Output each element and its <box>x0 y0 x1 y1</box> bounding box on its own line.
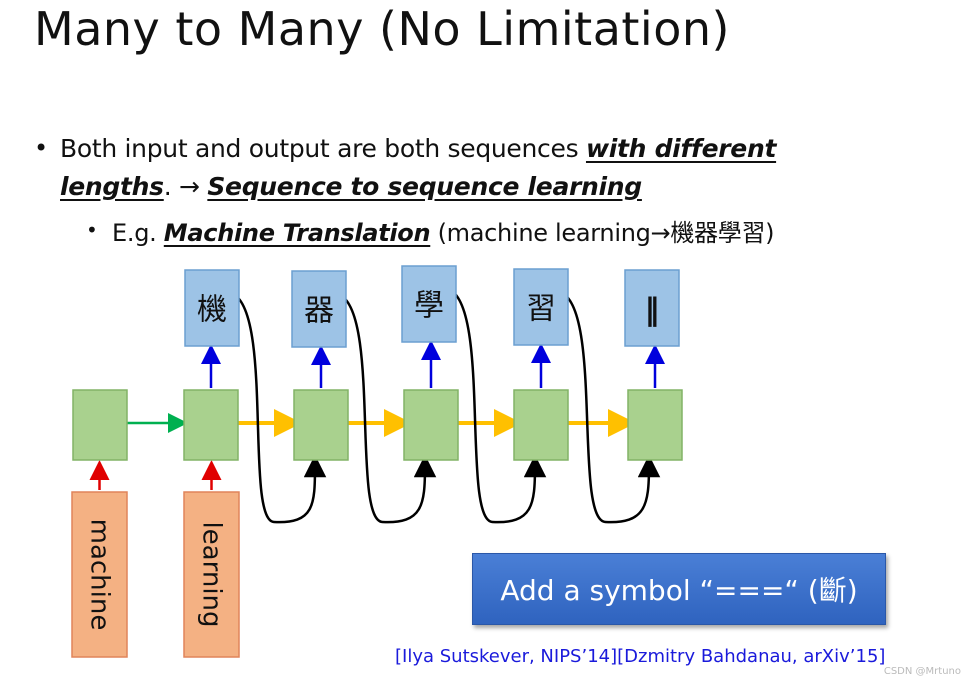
sub-bullet-glyph: • <box>86 218 98 242</box>
output-box-3 <box>401 265 457 343</box>
bullet-1-line-1: Both input and output are both sequences… <box>60 131 776 167</box>
output-char-5: ‖ <box>645 293 660 328</box>
rnn-cell-2 <box>183 389 239 461</box>
rnn-cell-4 <box>403 389 459 461</box>
diagram-nodes: machine learning 機 器 學 習 ‖ <box>71 265 683 658</box>
input-box-machine <box>71 491 128 658</box>
output-char-1: 機 <box>197 293 227 328</box>
citation: [Ilya Sutskever, NIPS’14][Dzmitry Bahdan… <box>395 646 886 667</box>
output-box-1 <box>184 269 240 347</box>
bullet-1-arrow-text: . → <box>163 172 208 201</box>
slide-title: Many to Many (No Limitation) <box>34 2 730 56</box>
input-box-learning <box>183 491 240 658</box>
input-word-machine: machine <box>85 519 115 631</box>
symbol-callout: Add a symbol “===“ (斷) <box>472 553 886 625</box>
bullet-2-emphasis: Machine Translation <box>163 219 431 247</box>
rnn-cell-5 <box>513 389 569 461</box>
output-box-5 <box>624 269 680 347</box>
output-box-4 <box>513 268 569 346</box>
feedback-loop-2 <box>339 293 437 524</box>
bullet-1-emphasis-lengths: lengths <box>60 172 164 201</box>
watermark: CSDN @Mrtuno <box>883 666 961 677</box>
bullet-2-prefix: E.g. <box>112 219 164 247</box>
feedback-loop-4 <box>561 291 661 524</box>
bullet-1-line-2: lengths. → Sequence to sequence learning <box>60 169 642 205</box>
bullet-1-text: Both input and output are both sequences <box>60 134 586 163</box>
output-char-2: 器 <box>304 294 334 329</box>
bullet-2-suffix: (machine learning→機器學習) <box>430 219 775 247</box>
rnn-cell-1 <box>72 389 128 461</box>
feedback-loop-3 <box>449 288 547 524</box>
feedback-loop-1 <box>232 292 327 524</box>
output-char-4: 習 <box>526 292 556 327</box>
input-word-learning: learning <box>197 521 227 627</box>
output-char-3: 學 <box>414 289 444 324</box>
diagram-links <box>89 288 665 524</box>
rnn-cell-6 <box>627 389 683 461</box>
bullet-1-emphasis: with different <box>585 134 777 163</box>
rnn-cell-3 <box>293 389 349 461</box>
bullet-glyph: • <box>34 134 49 162</box>
bullet-2-line: E.g. Machine Translation (machine learni… <box>112 215 775 251</box>
output-box-2 <box>291 270 347 348</box>
bullet-1-seq2seq: Sequence to sequence learning <box>207 172 642 201</box>
